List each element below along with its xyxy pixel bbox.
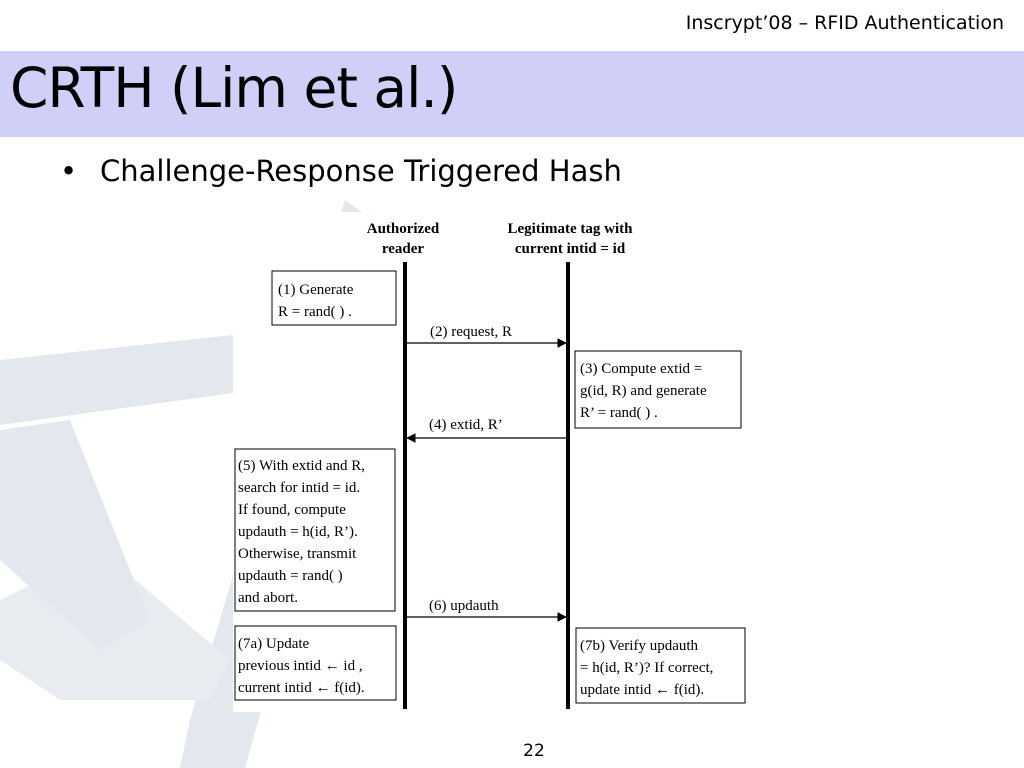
svg-text:updauth = rand( ): updauth = rand( ) (238, 568, 343, 584)
protocol-sequence-diagram: Authorized reader Legitimate tag with cu… (233, 212, 753, 712)
svg-text:update intid ← f(id).: update intid ← f(id). (580, 682, 704, 698)
conference-header: Inscrypt’08 – RFID Authentication (685, 12, 1004, 34)
svg-text:(6) updauth: (6) updauth (429, 598, 499, 614)
svg-text:(2) request, R: (2) request, R (430, 324, 512, 340)
svg-text:= h(id, R’)? If correct,: = h(id, R’)? If correct, (580, 660, 713, 676)
svg-text:(4) extid, R’: (4) extid, R’ (429, 417, 503, 433)
step-7a-box: (7a) Update previous intid ← id , curren… (234, 625, 397, 701)
bullet-item: • Challenge-Response Triggered Hash (60, 154, 622, 188)
step-7b-box: (7b) Verify updauth = h(id, R’)? If corr… (575, 627, 746, 704)
svg-text:R = rand( ) .: R = rand( ) . (278, 304, 352, 320)
svg-text:R’ = rand( ) .: R’ = rand( ) . (580, 405, 658, 421)
page-number: 22 (523, 741, 545, 761)
slide-title: CRTH (Lim et al.) (10, 56, 458, 120)
svg-text:(5) With extid and R,: (5) With extid and R, (238, 458, 365, 474)
svg-text:If found, compute: If found, compute (238, 502, 346, 518)
svg-text:Otherwise, transmit: Otherwise, transmit (238, 546, 357, 562)
svg-text:previous intid ← id ,: previous intid ← id , (238, 658, 363, 674)
svg-text:search for intid = id.: search for intid = id. (238, 480, 360, 496)
svg-text:and abort.: and abort. (238, 590, 298, 606)
svg-text:(7a) Update: (7a) Update (238, 636, 310, 652)
reader-lane-label: reader (382, 241, 425, 257)
step-3-box: (3) Compute extid = g(id, R) and generat… (574, 350, 742, 429)
tag-lane-label: Legitimate tag with (508, 221, 634, 237)
svg-text:updauth = h(id, R’).: updauth = h(id, R’). (238, 524, 358, 540)
svg-text:(1) Generate: (1) Generate (278, 282, 354, 298)
step-1-box: (1) Generate R = rand( ) . (271, 270, 397, 326)
step-5-box: (5) With extid and R, search for intid =… (234, 448, 396, 612)
svg-text:(3) Compute extid =: (3) Compute extid = (580, 361, 702, 377)
reader-lane-label: Authorized (367, 221, 440, 237)
svg-text:g(id, R) and generate: g(id, R) and generate (580, 383, 707, 399)
message-4: (4) extid, R’ (406, 417, 566, 443)
title-band (0, 51, 1024, 137)
svg-text:current intid ← f(id).: current intid ← f(id). (238, 680, 365, 696)
svg-text:(7b) Verify updauth: (7b) Verify updauth (580, 638, 699, 654)
message-6: (6) updauth (407, 598, 567, 622)
tag-lane-label: current intid = id (515, 241, 626, 257)
bullet-text: Challenge-Response Triggered Hash (100, 154, 622, 188)
message-2: (2) request, R (407, 324, 567, 348)
bullet-icon: • (60, 154, 78, 188)
